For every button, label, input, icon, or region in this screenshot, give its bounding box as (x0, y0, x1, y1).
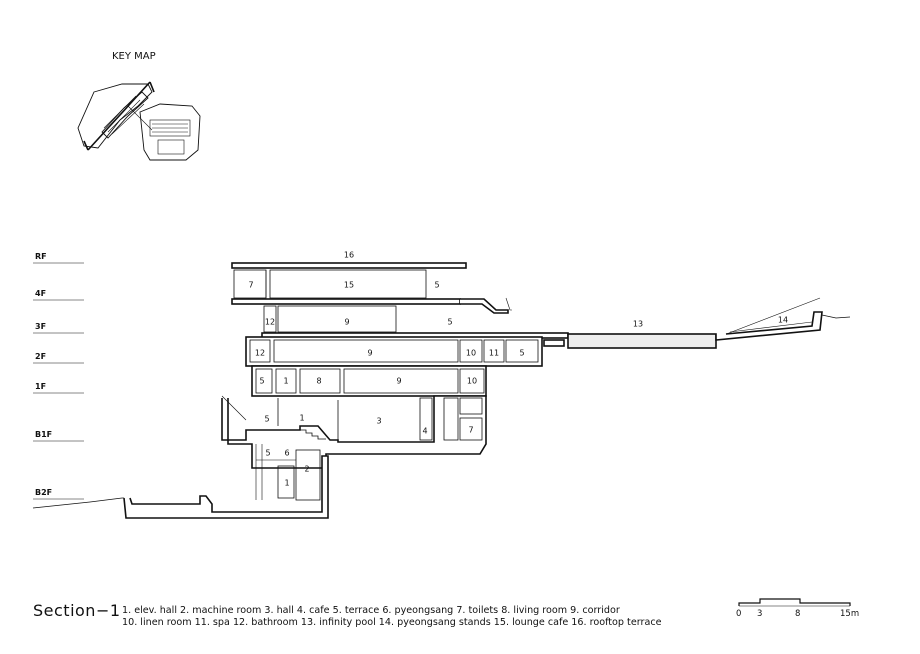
room-number-labels: 16 7 15 5 12 9 5 13 14 12 9 10 11 5 5 1 … (248, 251, 788, 488)
scale-label-15m: 15m (840, 609, 860, 619)
room-label: 1 (283, 377, 288, 386)
scale-label-3: 3 (757, 609, 763, 619)
building-section (123, 262, 823, 519)
room-label: 4 (422, 427, 427, 436)
floor-label-3f: 3F (35, 322, 46, 331)
floor-label-1f: 1F (35, 382, 46, 391)
room-label: 3 (376, 417, 381, 426)
scale-label-0: 0 (736, 609, 742, 619)
room-label: 16 (344, 251, 354, 260)
floor-labels: RF 4F 3F 2F 1F B1F B2F (35, 252, 52, 497)
room-label: 13 (633, 320, 643, 329)
room-label: 1 (299, 414, 304, 423)
room-label: 9 (367, 349, 372, 358)
legend-line: 1. elev. hall 2. machine room 3. hall 4.… (122, 605, 620, 616)
room-label: 9 (396, 377, 401, 386)
room-label: 5 (447, 318, 452, 327)
room-label: 10 (466, 349, 476, 358)
room-label: 11 (489, 349, 499, 358)
room-label: 7 (248, 281, 253, 290)
floor-label-rf: RF (35, 252, 47, 261)
room-label: 5 (434, 281, 439, 290)
room-label: 10 (467, 377, 477, 386)
floor-level-lines (33, 262, 84, 500)
keymap-plan (77, 81, 201, 161)
room-label: 2 (304, 465, 309, 474)
room-label: 5 (519, 349, 524, 358)
room-label: 1 (284, 479, 289, 488)
scale-bar (738, 598, 851, 607)
room-legend: 1. elev. hall 2. machine room 3. hall 4.… (122, 605, 662, 629)
room-outlines (233, 269, 539, 394)
room-label: 6 (284, 449, 289, 458)
legend-line: 10. linen room 11. spa 12. bathroom 13. … (122, 617, 662, 628)
floor-label-b2f: B2F (35, 488, 52, 497)
room-label: 12 (255, 349, 265, 358)
scale-label-8: 8 (795, 609, 801, 619)
room-label: 9 (344, 318, 349, 327)
floor-label-4f: 4F (35, 289, 46, 298)
room-label: 5 (259, 377, 264, 386)
floor-label-2f: 2F (35, 352, 46, 361)
room-label: 15 (344, 281, 354, 290)
room-label: 14 (778, 316, 788, 325)
room-label: 12 (265, 318, 275, 327)
room-label: 8 (316, 377, 321, 386)
keymap-title: KEY MAP (112, 51, 156, 62)
room-label: 5 (264, 415, 269, 424)
room-label: 7 (468, 426, 473, 435)
floor-label-b1f: B1F (35, 430, 52, 439)
room-label: 5 (265, 449, 270, 458)
section-title: Section−1 (33, 601, 121, 620)
